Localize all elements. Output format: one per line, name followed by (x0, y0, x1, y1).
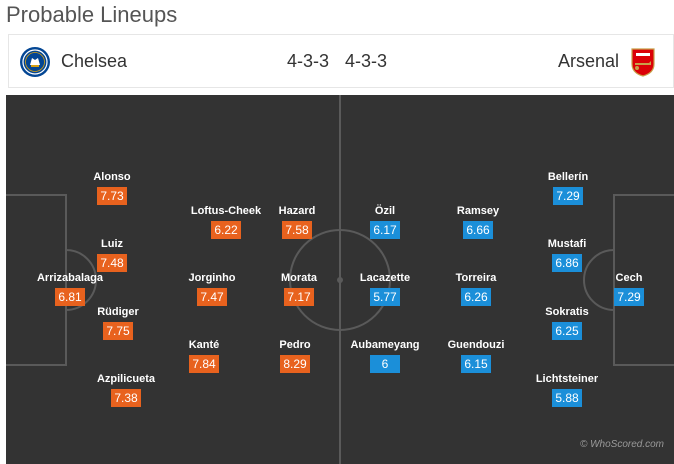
home-formation: 4-3-3 (287, 51, 330, 71)
player-name: Jorginho (188, 272, 236, 284)
team-header-bar: Chelsea 4-3-3 4-3-3 Arsenal (8, 34, 674, 88)
player-rating-badge: 6.17 (370, 221, 400, 239)
arsenal-crest-icon (631, 48, 655, 77)
player-rating-badge: 7.47 (197, 288, 227, 306)
player-rating-badge: 8.29 (280, 355, 310, 373)
away-player[interactable]: Ramsey 6.66 (438, 204, 518, 239)
player-rating-badge: 7.84 (189, 355, 219, 373)
player-rating-badge: 6.25 (552, 322, 582, 340)
pitch-markings (6, 95, 674, 464)
away-team-name: Arsenal (557, 51, 619, 71)
player-name: Lacazette (359, 272, 411, 284)
home-player[interactable]: Kanté 7.84 (164, 338, 244, 373)
home-player[interactable]: Hazard 7.58 (257, 204, 337, 239)
away-player[interactable]: Bellerín 7.29 (528, 170, 608, 205)
player-name: Cech (615, 272, 643, 284)
away-player[interactable]: Cech 7.29 (589, 271, 669, 306)
away-player[interactable]: Sokratis 6.25 (527, 305, 607, 340)
player-rating-badge: 5.77 (370, 288, 400, 306)
player-name: Luiz (101, 238, 123, 250)
home-player[interactable]: Morata 7.17 (259, 271, 339, 306)
home-player[interactable]: Rüdiger 7.75 (78, 305, 158, 340)
player-name: Pedro (279, 339, 311, 351)
home-team-name: Chelsea (61, 51, 128, 71)
player-rating-badge: 6 (370, 355, 400, 373)
player-rating-badge: 7.29 (614, 288, 644, 306)
player-rating-badge: 7.38 (111, 389, 141, 407)
player-rating-badge: 7.29 (553, 187, 583, 205)
player-rating-badge: 6.66 (463, 221, 493, 239)
watermark: © WhoScored.com (579, 439, 664, 450)
away-player[interactable]: Guendouzi 6.15 (436, 338, 516, 373)
player-rating-badge: 6.15 (461, 355, 491, 373)
player-name: Rüdiger (97, 306, 139, 318)
player-name: Kanté (188, 339, 220, 351)
player-name: Sokratis (545, 306, 589, 318)
chelsea-crest-icon (20, 47, 50, 77)
player-name: Aubameyang (350, 339, 420, 351)
player-rating-badge: 5.88 (552, 389, 582, 407)
player-name: Morata (280, 272, 318, 284)
away-player[interactable]: Özil 6.17 (345, 204, 425, 239)
page-title: Probable Lineups (6, 2, 178, 27)
player-rating-badge: 7.73 (97, 187, 127, 205)
player-name: Ramsey (456, 205, 500, 217)
player-name: Alonso (93, 171, 131, 183)
player-name: Torreira (455, 272, 497, 284)
away-player[interactable]: Lichtsteiner 5.88 (527, 372, 607, 407)
player-name: Guendouzi (447, 339, 505, 351)
player-name: Mustafi (547, 238, 587, 250)
player-name: Lichtsteiner (535, 373, 599, 385)
away-player[interactable]: Torreira 6.26 (436, 271, 516, 306)
player-rating-badge: 6.86 (552, 254, 582, 272)
home-player[interactable]: Arrizabalaga 6.81 (30, 271, 110, 306)
player-name: Arrizabalaga (36, 272, 104, 284)
away-formation: 4-3-3 (345, 51, 388, 71)
home-player[interactable]: Luiz 7.48 (72, 237, 152, 272)
home-player[interactable]: Loftus-Cheek 6.22 (186, 204, 266, 239)
home-player[interactable]: Jorginho 7.47 (172, 271, 252, 306)
player-rating-badge: 6.22 (211, 221, 241, 239)
player-name: Azpilicueta (96, 373, 156, 385)
player-rating-badge: 7.17 (284, 288, 314, 306)
player-name: Özil (374, 205, 396, 217)
player-name: Bellerín (547, 171, 589, 183)
home-player[interactable]: Alonso 7.73 (72, 170, 152, 205)
player-name: Hazard (278, 205, 316, 217)
player-rating-badge: 7.75 (103, 322, 133, 340)
player-rating-badge: 7.58 (282, 221, 312, 239)
away-player[interactable]: Mustafi 6.86 (527, 237, 607, 272)
away-player[interactable]: Lacazette 5.77 (345, 271, 425, 306)
home-player[interactable]: Pedro 8.29 (255, 338, 335, 373)
player-rating-badge: 6.81 (55, 288, 85, 306)
away-player[interactable]: Aubameyang 6 (345, 338, 425, 373)
player-name: Loftus-Cheek (190, 205, 262, 217)
player-rating-badge: 6.26 (461, 288, 491, 306)
player-rating-badge: 7.48 (97, 254, 127, 272)
home-player[interactable]: Azpilicueta 7.38 (86, 372, 166, 407)
